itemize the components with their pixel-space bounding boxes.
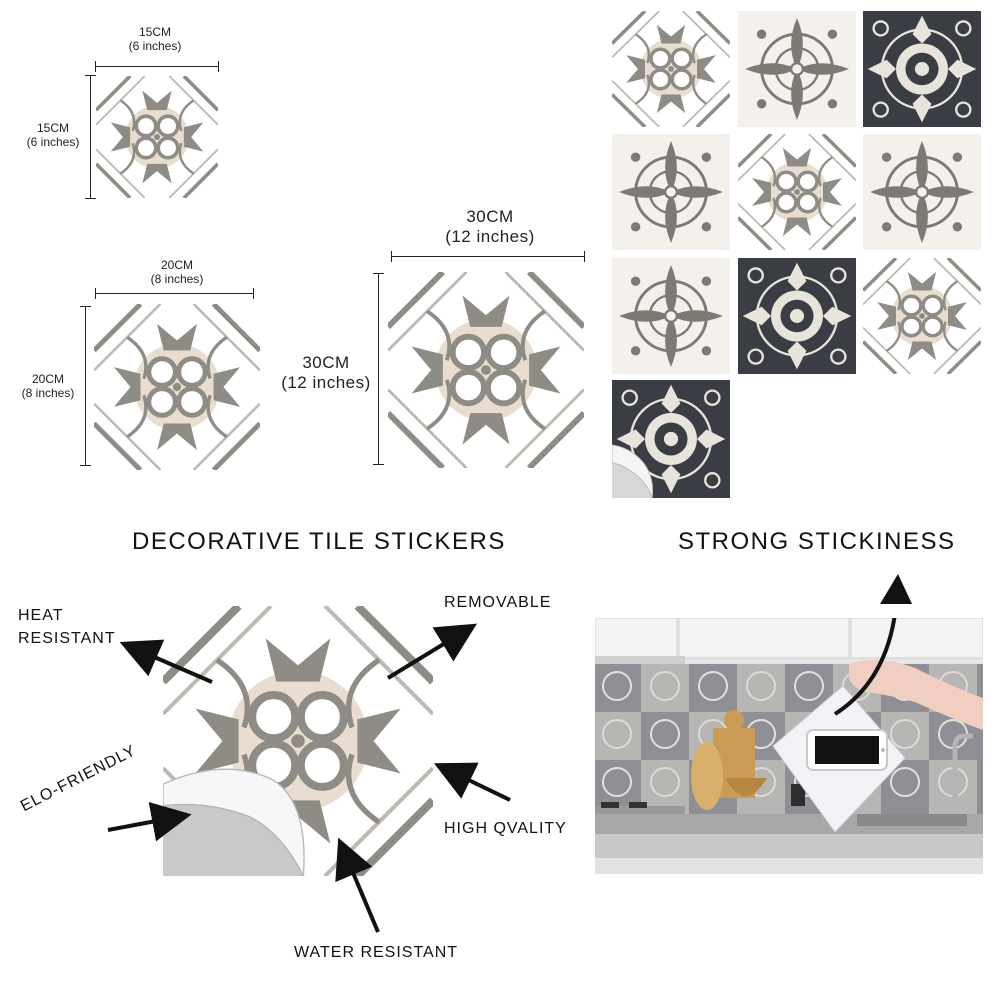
feature-removable: REMOVABLE bbox=[444, 594, 552, 611]
tile-variant-1 bbox=[612, 11, 730, 127]
size-30-cm-side: 30CM bbox=[302, 353, 350, 372]
tile-variant-5 bbox=[738, 134, 856, 250]
arrow-heat-resistant bbox=[119, 639, 213, 684]
kitchen-photo bbox=[595, 618, 983, 874]
dimension-line bbox=[95, 288, 254, 299]
feature-high-quality: HIGH QVALITY bbox=[444, 820, 567, 837]
tile-variant-2 bbox=[738, 11, 856, 127]
size-30-inches: (12 inches) bbox=[445, 226, 535, 246]
tile-15cm bbox=[96, 76, 218, 198]
tile-variant-9 bbox=[863, 258, 981, 374]
tile-variant-6 bbox=[863, 134, 981, 250]
tile-variant-3 bbox=[863, 11, 981, 127]
heading-strong-stickiness: STRONG STICKINESS bbox=[678, 528, 956, 555]
tile-30cm bbox=[388, 272, 584, 468]
feature-tile bbox=[163, 606, 433, 876]
size-20-inches: (8 inches) bbox=[150, 271, 204, 286]
size-30-cm: 30CM bbox=[466, 207, 514, 226]
tile-variant-8 bbox=[738, 258, 856, 374]
size-20-top-label: 20CM (8 inches) bbox=[125, 258, 229, 287]
size-30-side-label: 30CM (12 inches) bbox=[270, 353, 382, 392]
arrow-water-resistant bbox=[335, 837, 380, 933]
feature-arrows bbox=[107, 623, 511, 933]
dimension-line bbox=[391, 251, 585, 262]
size-15-cm-side: 15CM bbox=[36, 121, 69, 135]
feature-heat-resistant: HEAT RESISTANT bbox=[18, 604, 116, 650]
arrow-high-quality bbox=[433, 762, 511, 802]
size-30-inches-side: (12 inches) bbox=[281, 372, 371, 392]
feature-heat-line1: HEAT bbox=[18, 607, 64, 624]
dimension-line bbox=[85, 75, 96, 199]
heading-decorative-tile-stickers: DECORATIVE TILE STICKERS bbox=[132, 528, 506, 555]
tile-variant-7 bbox=[612, 258, 730, 374]
size-20-cm: 20CM bbox=[160, 258, 193, 272]
size-20-cm-side: 20CM bbox=[31, 372, 64, 386]
size-30-top-label: 30CM (12 inches) bbox=[420, 207, 560, 246]
tile-20cm bbox=[94, 304, 260, 470]
stickiness-arrowhead bbox=[880, 574, 912, 604]
dimension-line bbox=[373, 273, 384, 465]
dimension-line bbox=[95, 61, 219, 72]
feature-heat-line2: RESISTANT bbox=[18, 630, 116, 648]
tile-variant-10-peeling bbox=[612, 380, 730, 498]
size-15-side-label: 15CM (6 inches) bbox=[18, 121, 88, 150]
tile-variant-4 bbox=[612, 134, 730, 250]
size-15-inches: (6 inches) bbox=[128, 38, 182, 53]
size-20-inches-side: (8 inches) bbox=[21, 385, 75, 400]
size-15-cm: 15CM bbox=[138, 25, 171, 39]
feature-water-resistant: WATER RESISTANT bbox=[294, 944, 459, 961]
size-20-side-label: 20CM (8 inches) bbox=[12, 372, 84, 401]
size-15-top-label: 15CM (6 inches) bbox=[103, 25, 207, 54]
arrow-eco-friendly bbox=[107, 802, 192, 842]
size-15-inches-side: (6 inches) bbox=[26, 134, 80, 149]
dimension-line bbox=[80, 306, 91, 466]
arrow-removable bbox=[386, 623, 478, 680]
